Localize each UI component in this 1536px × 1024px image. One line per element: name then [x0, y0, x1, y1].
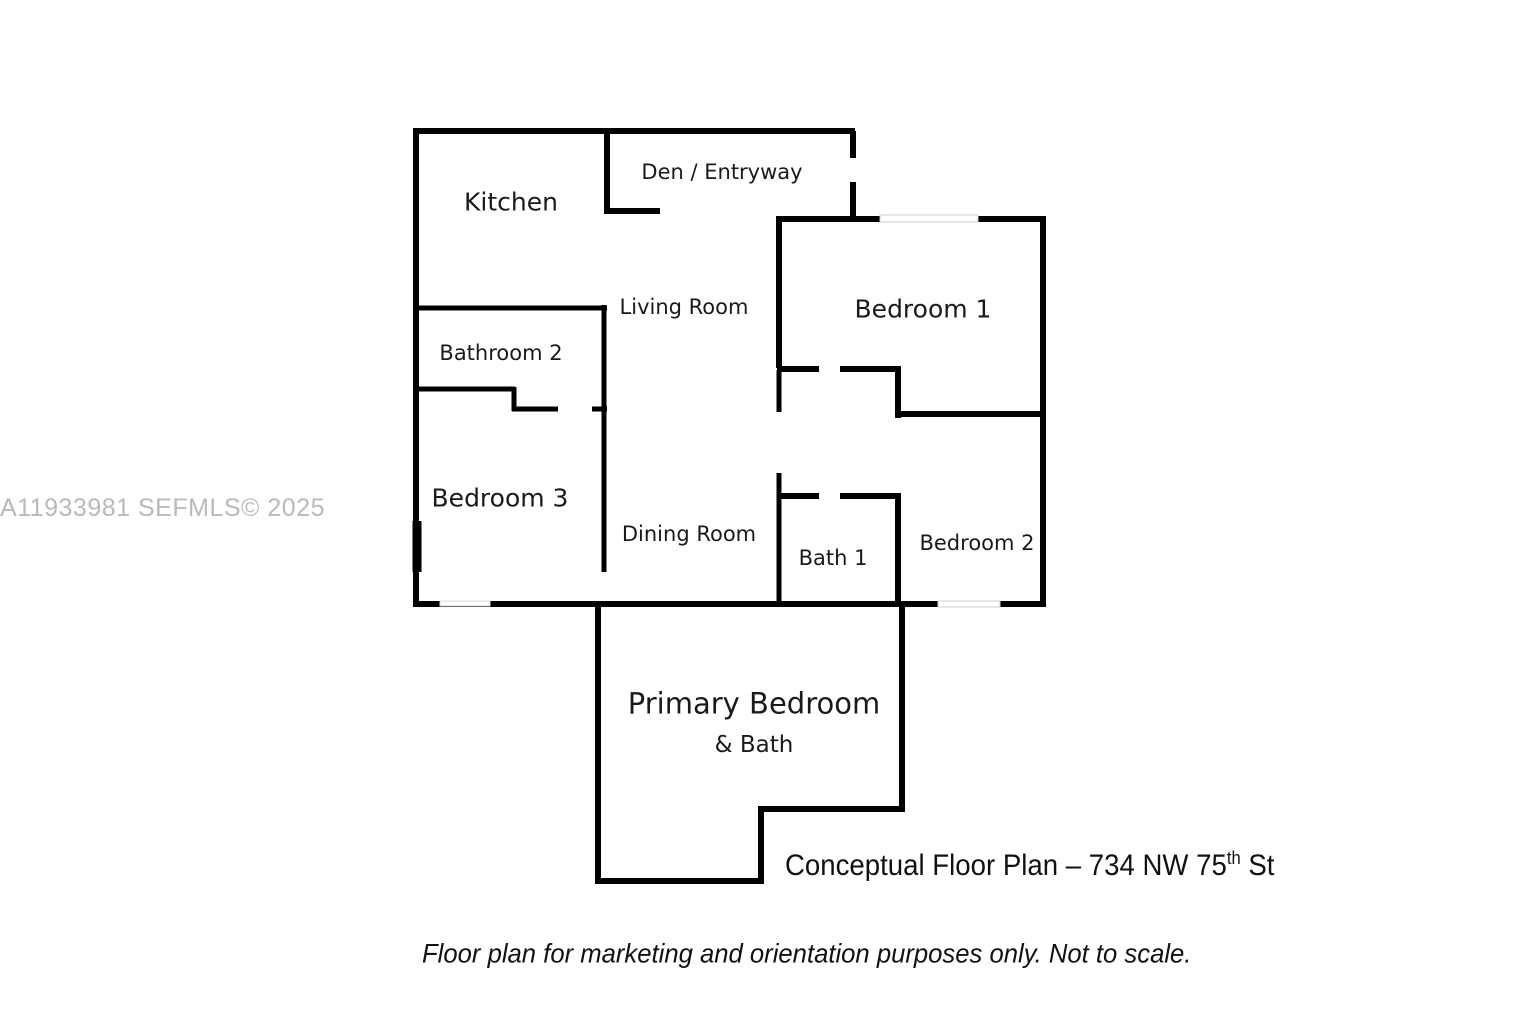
room-label-bedroom-2: Bedroom 2: [919, 530, 1035, 555]
room-label-primary-bedroom: Primary Bedroom: [627, 686, 881, 721]
primary-suite-walls: [595, 604, 905, 884]
plan-title-prefix: Conceptual Floor Plan – 734 NW 75: [785, 849, 1227, 882]
den-entryway-walls: [604, 131, 856, 216]
room-label-bathroom-2: Bathroom 2: [439, 340, 563, 365]
room-label-bedroom-1: Bedroom 1: [854, 294, 992, 324]
room-label-kitchen: Kitchen: [464, 187, 558, 217]
plan-title-ordinal-suffix: th: [1226, 848, 1241, 868]
windows: [439, 214, 1001, 608]
room-label-dining-room: Dining Room: [621, 521, 757, 546]
mls-watermark: A11933981 SEFMLS© 2025: [0, 494, 326, 522]
room-label-primary-bath: & Bath: [714, 731, 794, 758]
interior-walls-left: [416, 305, 607, 572]
room-label-living-room: Living Room: [619, 294, 749, 319]
window-bedroom1-north: [879, 214, 979, 223]
plan-title-suffix: St: [1240, 849, 1275, 882]
room-label-bedroom-3: Bedroom 3: [431, 483, 569, 513]
window-bedroom3-south: [439, 600, 491, 607]
interior-walls-right: [777, 366, 1045, 606]
room-label-den-entryway: Den / Entryway: [641, 159, 803, 184]
window-bedroom2-south: [937, 600, 1001, 608]
plan-title: Conceptual Floor Plan – 734 NW 75th St: [785, 849, 1274, 883]
room-label-bath-1: Bath 1: [798, 545, 868, 570]
plan-disclaimer: Floor plan for marketing and orientation…: [422, 938, 1192, 969]
